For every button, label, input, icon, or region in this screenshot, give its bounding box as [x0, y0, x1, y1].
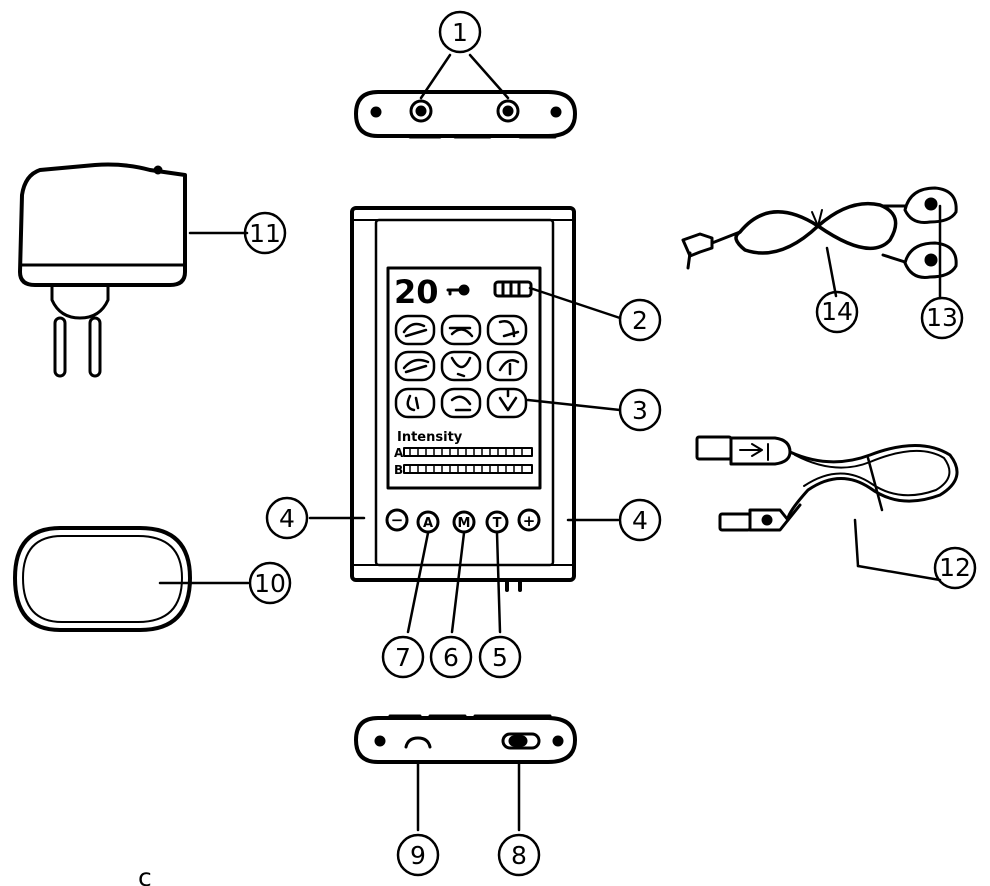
minus-button-label: − — [391, 511, 404, 529]
lcd-channel-a: A — [394, 446, 404, 460]
callout-13: 13 — [926, 303, 958, 332]
timer-button-label: T — [493, 516, 502, 531]
auto-mode-button-label: A — [423, 516, 433, 531]
minus-button — [385, 508, 409, 532]
callout-3: 3 — [632, 396, 648, 425]
device-top-view — [354, 53, 577, 139]
electrode-lead-wire — [681, 186, 958, 300]
main-unit — [308, 206, 622, 634]
electrode-jack-left — [409, 99, 433, 123]
usb-port — [404, 736, 432, 749]
callout-1: 1 — [452, 18, 468, 47]
callout-8: 8 — [511, 841, 527, 870]
device-bottom-view — [354, 714, 577, 832]
callout-12: 12 — [939, 553, 971, 582]
callout-5: 5 — [492, 643, 508, 672]
plus-button-label: + — [523, 512, 536, 530]
lock-key-icon — [446, 284, 470, 296]
callout-4-left: 4 — [279, 504, 295, 533]
lcd-channel-b: B — [394, 463, 403, 477]
callout-4-right: 4 — [632, 506, 648, 535]
callout-9: 9 — [410, 841, 426, 870]
usb-cable — [695, 435, 959, 582]
electrode-jack-right — [496, 99, 520, 123]
lcd-screen — [386, 266, 542, 490]
lcd-intensity-label: Intensity — [397, 430, 463, 445]
stray-glyph: c — [138, 863, 152, 886]
mode-button-label: M — [458, 516, 471, 531]
electrode-pad-1 — [903, 186, 958, 224]
wall-charger — [18, 162, 249, 378]
program-icons-grid — [394, 314, 528, 419]
callout-6: 6 — [443, 643, 459, 672]
power-switch — [501, 732, 541, 750]
plus-button — [517, 508, 541, 532]
intensity-bars — [403, 447, 533, 474]
callout-7: 7 — [395, 643, 411, 672]
callout-11: 11 — [249, 219, 281, 248]
callout-circles — [243, 10, 977, 877]
callout-2: 2 — [632, 306, 648, 335]
callout-10: 10 — [254, 569, 286, 598]
callout-14: 14 — [821, 297, 853, 326]
battery-icon — [493, 280, 533, 298]
rubber-band — [13, 526, 250, 632]
lcd-number: 20 — [394, 273, 439, 311]
electrode-pad-2 — [903, 241, 958, 279]
